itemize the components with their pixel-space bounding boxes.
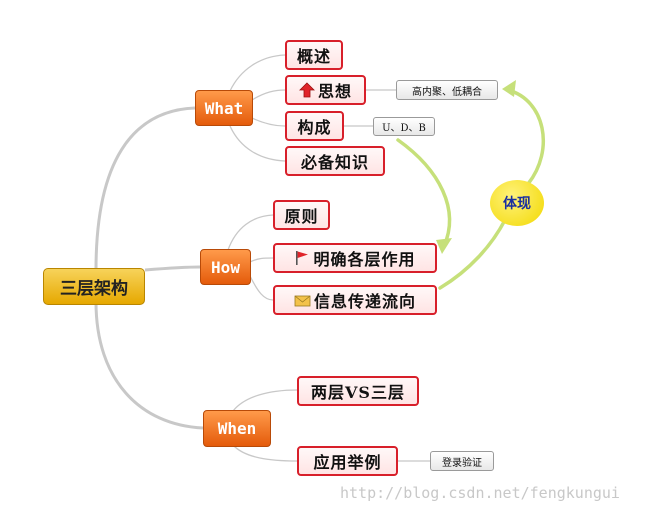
envelope-icon: [294, 295, 311, 307]
topic-thought[interactable]: 思想: [285, 75, 366, 105]
link-what-thought: [251, 89, 286, 101]
topic-essential[interactable]: 必备知识: [285, 146, 385, 176]
branch-when-label: When: [217, 419, 257, 438]
topic-roles[interactable]: 明确各层作用: [273, 243, 437, 273]
relation-line-flow-to-bubble: [438, 218, 507, 290]
relation-arrowhead-roles: [436, 238, 452, 254]
branch-what[interactable]: What: [195, 90, 253, 126]
note-login[interactable]: 登录验证: [430, 451, 494, 471]
topic-twovsthree[interactable]: 两层VS三层: [297, 376, 419, 406]
link-what-essential: [229, 125, 286, 162]
root-node-label: 三层架构: [60, 279, 128, 299]
topic-overview-label: 概述: [296, 47, 331, 66]
relation-bubble-label: 体现: [503, 196, 531, 212]
topic-composition-label: 构成: [297, 118, 332, 137]
note-cohesion-label: 高内聚、低耦合: [412, 86, 482, 98]
relation-bubble[interactable]: 体现: [490, 180, 544, 226]
relation-arrow-bubble-to-cohesion: [506, 88, 545, 186]
red-flag-icon: [296, 251, 309, 265]
note-cohesion[interactable]: 高内聚、低耦合: [396, 80, 498, 100]
link-when-example: [232, 444, 298, 462]
link-when-twovsthree: [232, 389, 298, 412]
note-udb-label: U、D、B: [382, 123, 426, 134]
topic-principle-label: 原则: [284, 207, 319, 226]
topic-example[interactable]: 应用举例: [297, 446, 398, 476]
relation-arrow-udb-to-roles: [396, 138, 452, 248]
watermark: http://blog.csdn.net/fengkungui: [340, 484, 620, 502]
link-root-what: [94, 106, 196, 271]
link-what-composition: [251, 117, 286, 127]
topic-example-label: 应用举例: [313, 453, 382, 472]
branch-when[interactable]: When: [203, 410, 271, 447]
topic-essential-label: 必备知识: [300, 153, 369, 172]
link-how-principle: [227, 214, 274, 251]
note-udb[interactable]: U、D、B: [373, 117, 435, 136]
topic-thought-label: 思想: [317, 82, 352, 101]
branch-how-label: How: [211, 257, 240, 277]
link-how-flow: [249, 275, 274, 301]
topic-roles-label: 明确各层作用: [313, 250, 416, 269]
topic-twovsthree-label: 两层VS三层: [311, 383, 405, 402]
link-root-when: [94, 301, 204, 430]
branch-what-label: What: [204, 98, 244, 118]
relation-arrowhead-cohesion: [502, 80, 516, 97]
link-what-overview: [229, 54, 286, 92]
note-login-label: 登录验证: [442, 457, 482, 469]
root-node[interactable]: 三层架构: [43, 268, 145, 305]
branch-how[interactable]: How: [200, 249, 251, 285]
red-up-arrow-icon: [299, 82, 315, 98]
topic-overview[interactable]: 概述: [285, 40, 343, 70]
topic-flow-label: 信息传递流向: [313, 292, 416, 311]
topic-flow[interactable]: 信息传递流向: [273, 285, 437, 315]
topic-composition[interactable]: 构成: [285, 111, 344, 141]
link-root-how: [144, 265, 201, 272]
link-how-roles: [249, 257, 274, 263]
topic-principle[interactable]: 原则: [273, 200, 330, 230]
